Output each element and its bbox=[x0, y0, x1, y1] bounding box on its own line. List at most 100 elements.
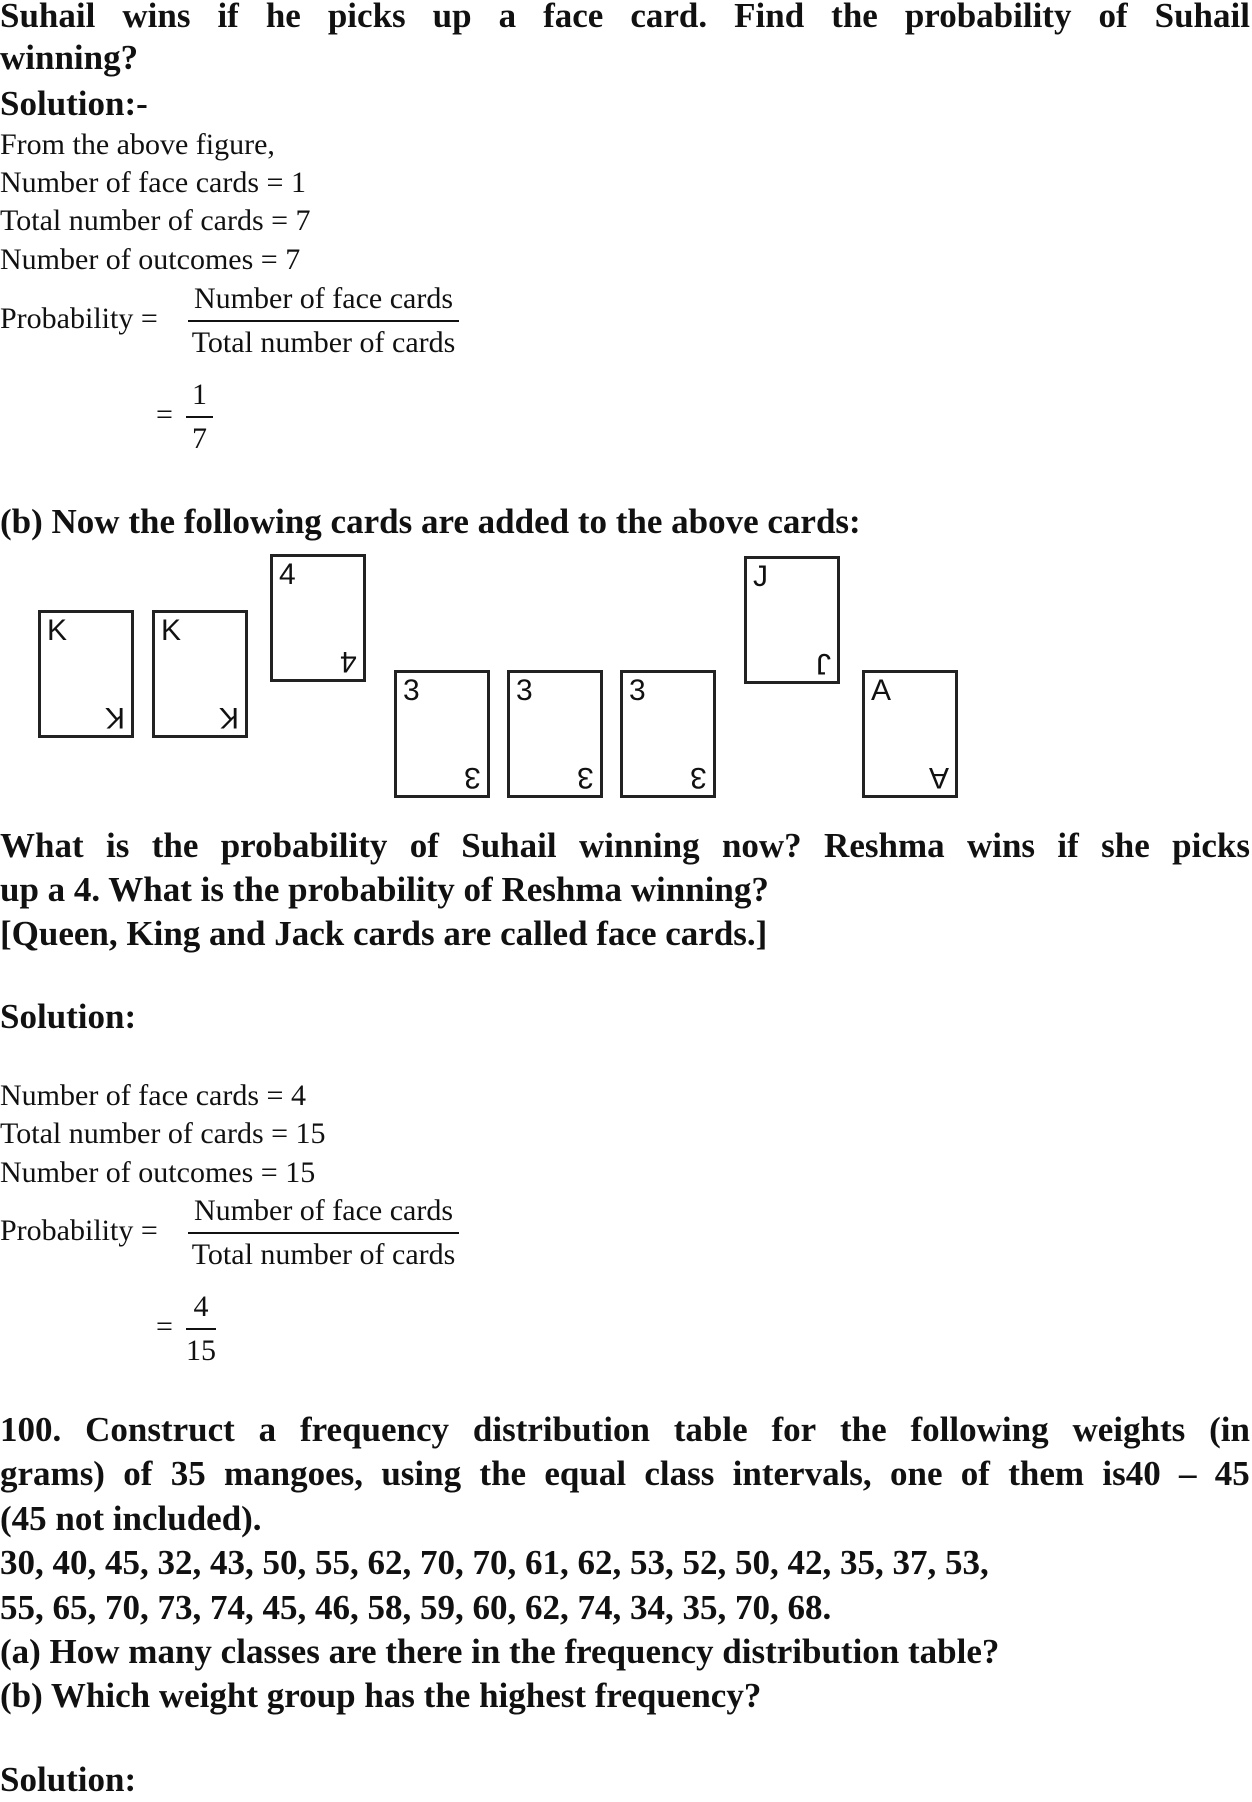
card-rank-bottom: A bbox=[928, 761, 949, 794]
word: distribution bbox=[472, 1410, 650, 1449]
word: What bbox=[0, 826, 84, 865]
word: is40 bbox=[1102, 1454, 1161, 1493]
word: picks bbox=[327, 0, 406, 35]
question-line-3: (45 not included). bbox=[0, 1499, 262, 1538]
card-rank-top: 3 bbox=[629, 674, 646, 707]
equals-sign: = bbox=[156, 1310, 173, 1343]
question-line-2: winning? bbox=[0, 38, 139, 77]
word: of bbox=[960, 1454, 990, 1493]
card-rank-top: 4 bbox=[279, 558, 296, 591]
result-fraction: 1 7 bbox=[186, 376, 213, 458]
solution-line: Total number of cards = 7 bbox=[0, 204, 311, 237]
word: winning bbox=[578, 826, 700, 865]
word: class bbox=[644, 1454, 715, 1493]
word: – bbox=[1179, 1454, 1197, 1493]
word: card. bbox=[630, 0, 708, 35]
card-rank-top: J bbox=[753, 560, 768, 593]
word: one bbox=[889, 1454, 943, 1493]
question-note: [Queen, King and Jack cards are called f… bbox=[0, 914, 768, 953]
solution-line: Number of outcomes = 7 bbox=[0, 243, 301, 276]
fraction-numerator: 4 bbox=[186, 1288, 216, 1330]
question-line-2: up a 4. What is the probability of Reshm… bbox=[0, 870, 769, 909]
word: of bbox=[409, 826, 439, 865]
word: now? bbox=[721, 826, 802, 865]
question-line-2: grams) of 35 mangoes, using the equal class inte… bbox=[0, 1452, 1250, 1496]
card-rank-bottom: J bbox=[816, 647, 831, 680]
word: is bbox=[105, 826, 130, 865]
word: a bbox=[498, 0, 517, 35]
word: grams) bbox=[0, 1454, 105, 1493]
solution-line: Number of face cards = 4 bbox=[0, 1079, 306, 1112]
result-fraction: 4 15 bbox=[186, 1288, 216, 1370]
word: the bbox=[479, 1454, 527, 1493]
card-rank-bottom: 3 bbox=[577, 761, 594, 794]
card-rank-bottom: 4 bbox=[340, 645, 357, 678]
word: of bbox=[123, 1454, 153, 1493]
word: wins bbox=[122, 0, 191, 35]
word: face bbox=[543, 0, 604, 35]
solution-heading: Solution: bbox=[0, 1760, 137, 1799]
word: the bbox=[151, 826, 199, 865]
word: Suhail bbox=[461, 826, 557, 865]
word: 35 bbox=[170, 1454, 206, 1493]
solution-line: From the above figure, bbox=[0, 128, 275, 161]
sub-question-a: (a) How many classes are there in the fr… bbox=[0, 1632, 1000, 1671]
word: the bbox=[840, 1410, 887, 1449]
card-rank-top: 3 bbox=[516, 674, 533, 707]
solution-line: Number of face cards = 1 bbox=[0, 166, 306, 199]
card-rank-bottom: 3 bbox=[464, 761, 481, 794]
card-rank-top: K bbox=[161, 614, 182, 647]
word: intervals, bbox=[732, 1454, 872, 1493]
card-rank-top: 3 bbox=[403, 674, 420, 707]
card-rank-bottom: K bbox=[104, 701, 125, 734]
data-line: 55, 65, 70, 73, 74, 45, 46, 58, 59, 60, … bbox=[0, 1588, 832, 1627]
word: equal bbox=[544, 1454, 627, 1493]
data-line: 30, 40, 45, 32, 43, 50, 55, 62, 70, 70, … bbox=[0, 1543, 989, 1582]
fraction-denominator: Total number of cards bbox=[191, 1238, 456, 1271]
word: table bbox=[673, 1410, 748, 1449]
word: a bbox=[258, 1410, 277, 1449]
word: mangoes, bbox=[224, 1454, 364, 1493]
card-rank-bottom: 3 bbox=[690, 761, 707, 794]
card-rank-top: K bbox=[47, 614, 68, 647]
solution-line: Total number of cards = 15 bbox=[0, 1117, 326, 1150]
word: the bbox=[831, 0, 878, 35]
fraction-denominator: 15 bbox=[186, 1334, 216, 1367]
probability-fraction: Number of face cards Total number of car… bbox=[188, 280, 460, 362]
solution-heading: Solution:- bbox=[0, 84, 148, 123]
word: (in bbox=[1209, 1410, 1250, 1449]
probability-fraction: Number of face cards Total number of car… bbox=[188, 1192, 460, 1274]
word: Suhail bbox=[1154, 0, 1250, 35]
word: them bbox=[1008, 1454, 1085, 1493]
word: of bbox=[1098, 0, 1128, 35]
word: 45 bbox=[1214, 1454, 1250, 1493]
word: for bbox=[771, 1410, 817, 1449]
word: using bbox=[381, 1454, 462, 1493]
word: Suhail bbox=[0, 0, 96, 35]
card-rank-top: A bbox=[871, 674, 892, 707]
fraction-numerator: Number of face cards bbox=[188, 1192, 460, 1234]
part-b-heading: (b) Now the following cards are added to… bbox=[0, 502, 861, 541]
word: up bbox=[432, 0, 472, 35]
word: he bbox=[265, 0, 301, 35]
word: wins bbox=[966, 826, 1036, 865]
card-rank-bottom: K bbox=[218, 701, 239, 734]
equals-sign: = bbox=[156, 398, 173, 431]
word: probability bbox=[220, 826, 388, 865]
word: Find bbox=[734, 0, 805, 35]
solution-line: Number of outcomes = 15 bbox=[0, 1156, 316, 1189]
word: Construct bbox=[85, 1410, 235, 1449]
probability-label: Probability = bbox=[0, 302, 158, 335]
sub-question-b: (b) Which weight group has the highest f… bbox=[0, 1676, 762, 1715]
word: probability bbox=[904, 0, 1072, 35]
word: weights bbox=[1072, 1410, 1186, 1449]
